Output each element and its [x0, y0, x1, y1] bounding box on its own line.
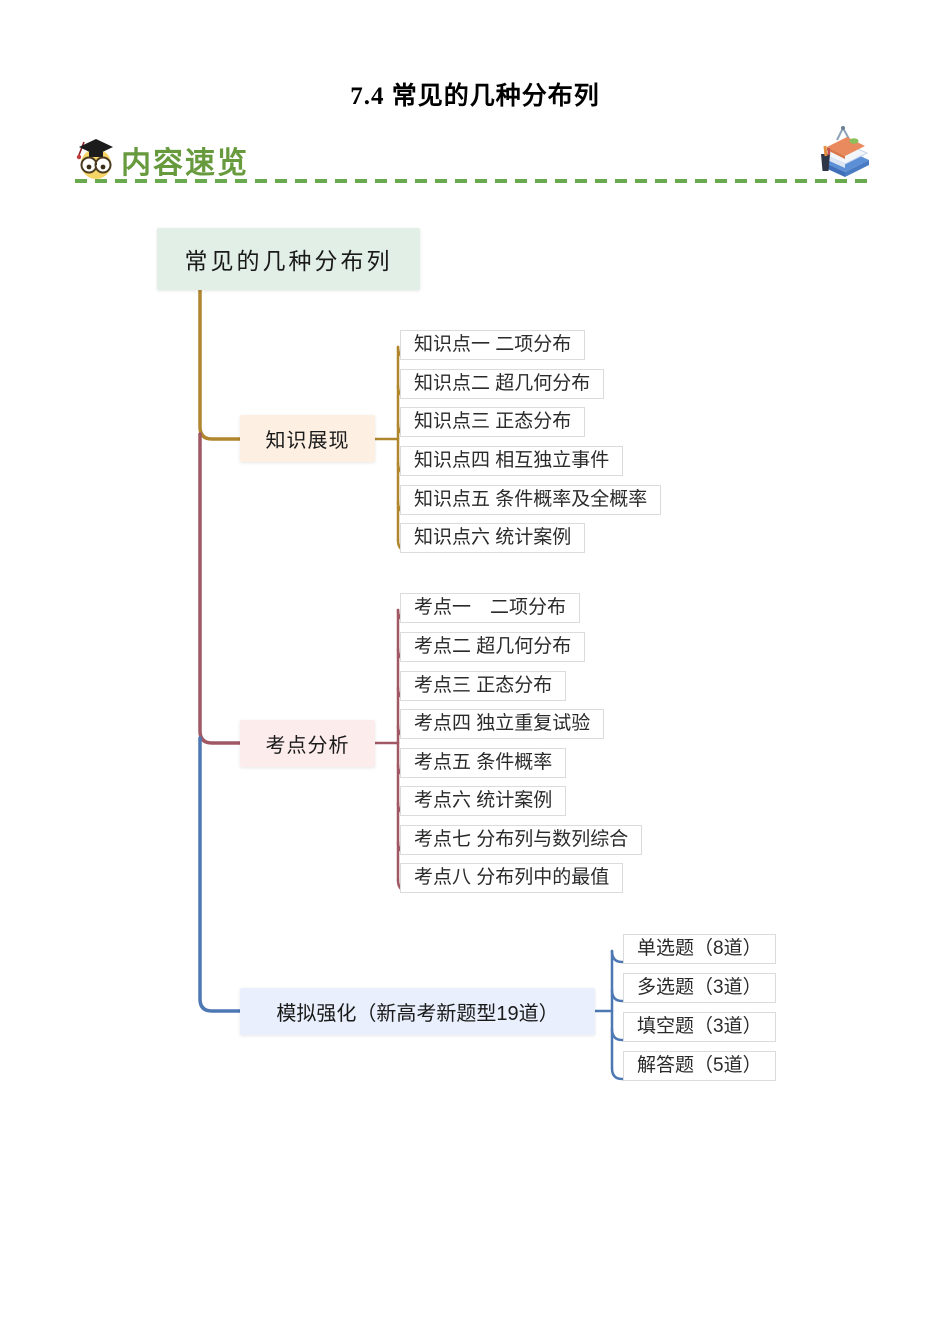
- leaf-item: 单选题（8道）: [623, 934, 776, 964]
- section-title: 内容速览: [121, 147, 249, 180]
- leaf-item: 知识点二 超几何分布: [400, 369, 605, 399]
- trunk-branch3: [198, 736, 242, 1013]
- leaf-item: 知识点一 二项分布: [400, 330, 586, 360]
- leaf-item: 多选题（3道）: [623, 973, 776, 1003]
- leaf-item: 知识点六 统计案例: [400, 523, 586, 553]
- owl-graduate-icon: [76, 139, 113, 179]
- leaf-item: 知识点五 条件概率及全概率: [400, 485, 662, 515]
- leaf-item: 考点六 统计案例: [400, 786, 567, 816]
- leaf-item: 考点八 分布列中的最值: [400, 863, 624, 893]
- branch3-spine: [593, 949, 630, 1081]
- books-stack-icon: [821, 126, 869, 177]
- leaf-item: 知识点三 正态分布: [400, 407, 586, 437]
- leaf-item: 考点一 二项分布: [400, 593, 581, 623]
- leaf-item: 考点五 条件概率: [400, 748, 567, 778]
- leaf-item: 知识点四 相互独立事件: [400, 446, 624, 476]
- dashed-divider: [75, 179, 868, 183]
- branch-node-examination: 考点分析: [240, 720, 375, 767]
- mindmap-root-node: 常见的几种分布列: [157, 228, 420, 290]
- branch-node-simulation: 模拟强化（新高考新题型19道）: [240, 988, 595, 1035]
- trunk-branch1: [198, 287, 242, 441]
- leaf-item: 考点二 超几何分布: [400, 632, 586, 662]
- branch-node-knowledge: 知识展现: [240, 415, 375, 462]
- leaf-item: 考点七 分布列与数列综合: [400, 825, 643, 855]
- leaf-item: 考点四 独立重复试验: [400, 709, 605, 739]
- page-title: 7.4 常见的几种分布列: [350, 83, 600, 110]
- trunk-branch2: [198, 432, 242, 745]
- leaf-item: 考点三 正态分布: [400, 671, 567, 701]
- section-header: 内容速览: [0, 0, 950, 200]
- leaf-item: 填空题（3道）: [623, 1012, 776, 1042]
- leaf-item: 解答题（5道）: [623, 1051, 776, 1081]
